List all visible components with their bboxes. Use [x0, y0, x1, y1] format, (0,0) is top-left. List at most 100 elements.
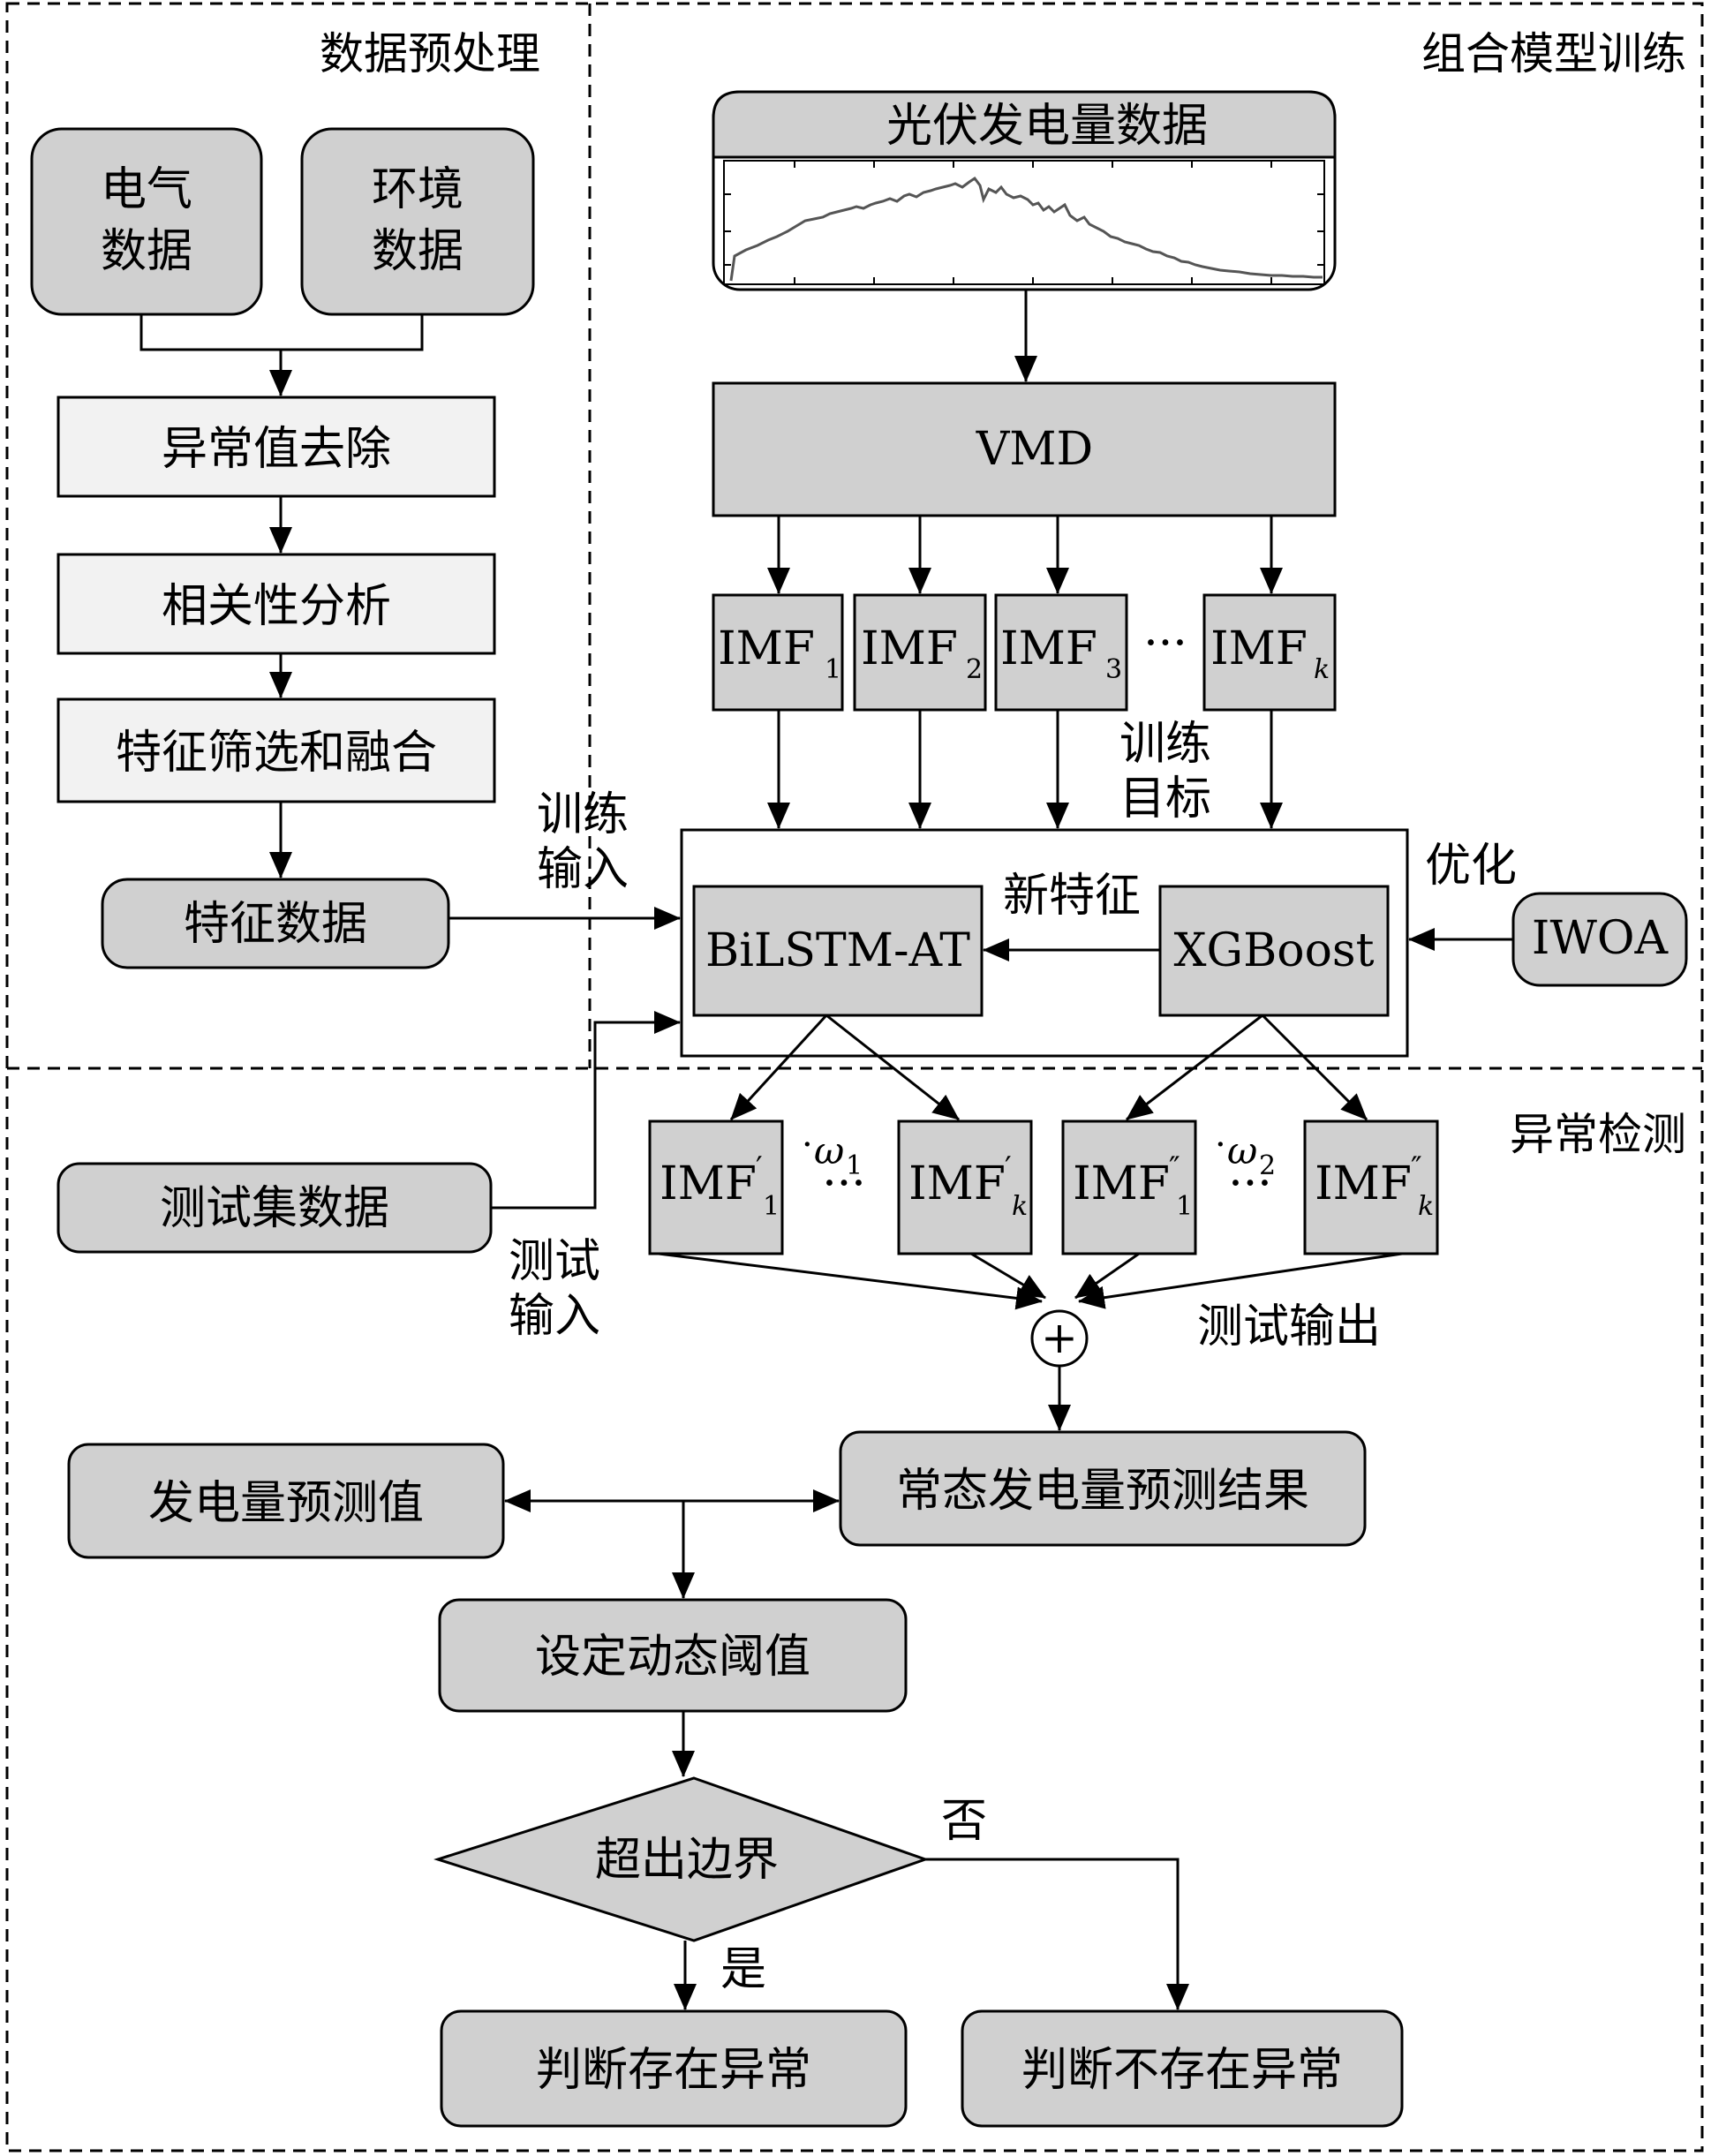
bilstm-box	[692, 885, 984, 1017]
threshold-box	[438, 1598, 908, 1713]
imf-prime-1-mark: ′	[756, 1150, 763, 1186]
imf-prime-k-node: IMF ′ k	[897, 1119, 1033, 1255]
imf-2-base: IMF	[861, 622, 958, 675]
imf-prime-k-box	[897, 1119, 1033, 1255]
imf-prime-1-node: IMF ′ 1	[648, 1119, 784, 1255]
imf-prime-1-sub: 1	[763, 1191, 780, 1222]
omega-1-sub: 1	[846, 1150, 863, 1181]
electrical-data-node: 电气 数据	[30, 127, 263, 316]
imf-1-label: IMF	[718, 622, 815, 675]
imf-dprime-k-base: IMF	[1315, 1157, 1412, 1210]
imf-prime-1-box	[648, 1119, 784, 1255]
abnormal-label: 判断存在异常	[536, 2044, 811, 2097]
pv-sparkline-frame	[723, 160, 1325, 285]
arrow-imf-prime-k-to-sum	[970, 1252, 1046, 1300]
imf-k-sub: k	[1314, 654, 1330, 685]
omega-2-group: · ω 2 ···	[1215, 1125, 1276, 1210]
imf-dprime-1-sub: 1	[1176, 1191, 1193, 1222]
imf-3-label: IMF	[1000, 622, 1097, 675]
yes-label: 是	[720, 1943, 766, 1996]
omega-2-dot: ·	[1215, 1125, 1226, 1165]
imf-2-node: IMF 2	[853, 593, 987, 712]
pv-sparkline-curve	[729, 176, 1323, 282]
normal-label: 判断不存在异常	[1021, 2044, 1343, 2097]
vmd-box	[712, 381, 1337, 517]
no-label: 否	[941, 1795, 987, 1848]
omega-1-dot: ·	[802, 1125, 813, 1165]
arrow-bilstm-to-imf-prime-k	[825, 1014, 960, 1121]
imf-2-label: IMF	[861, 622, 958, 675]
arrow-imf-dprime-1-to-sum	[1074, 1252, 1140, 1300]
omega-2-sub: 2	[1259, 1150, 1276, 1181]
environment-data-box	[300, 127, 535, 316]
imf-prime-k-label: IMF	[908, 1157, 1006, 1210]
imf-dprime-k-node: IMF ″ k	[1303, 1119, 1439, 1255]
abnormal-box	[440, 2009, 908, 2128]
omega-1-ellipsis: ···	[822, 1157, 866, 1210]
omega-2-symbol: ω	[1227, 1129, 1257, 1172]
omega-1-symbol: ω	[814, 1129, 844, 1172]
training-target-label-1: 训练	[1119, 718, 1211, 771]
region-title-training: 组合模型训练	[1421, 28, 1686, 79]
imf-k-label: IMF	[1210, 622, 1308, 675]
correlation-box	[57, 553, 496, 655]
imf-dprime-k-mark: ″	[1411, 1150, 1422, 1186]
feature-data-label: 特征数据	[184, 898, 367, 951]
imf-1-base: IMF	[718, 622, 815, 675]
test-set-label: 测试集数据	[160, 1182, 389, 1235]
feature-data-box	[101, 878, 450, 969]
imf-dprime-1-base: IMF	[1073, 1157, 1170, 1210]
electrical-data-label-1: 电气	[101, 163, 192, 216]
imf-prime-1-label: IMF	[660, 1157, 757, 1210]
arrow-test-set-to-model	[491, 1011, 681, 1210]
imf-2-box	[853, 593, 987, 712]
normal-result-label: 常态发电量预测结果	[896, 1465, 1309, 1518]
arrow-imf-prime-1-to-sum	[658, 1252, 1043, 1310]
test-input-label-1: 测试	[509, 1235, 600, 1288]
arrow-bilstm-to-imf-prime-1	[729, 1014, 828, 1121]
decision-label: 超出边界	[595, 1834, 779, 1887]
imf-3-node: IMF 3	[994, 593, 1128, 712]
imf-3-sub: 3	[1105, 654, 1122, 685]
normal-result-box	[839, 1430, 1367, 1547]
electrical-data-label-2: 数据	[101, 225, 192, 278]
test-output-label: 测试输出	[1197, 1300, 1381, 1353]
merge-connector	[139, 314, 424, 351]
pv-data-node: 光伏发电量数据	[712, 90, 1337, 291]
outlier-removal-label: 异常值去除	[162, 423, 391, 476]
region-title-preprocess: 数据预处理	[320, 28, 540, 79]
pv-sparkline-ticks	[724, 161, 1324, 284]
sum-symbol: +	[1041, 1312, 1078, 1363]
correlation-label: 相关性分析	[162, 580, 391, 633]
training-input-label-2: 输入	[537, 843, 629, 896]
imf-dprime-1-node: IMF ″ 1	[1061, 1119, 1197, 1255]
imf-2-sub: 2	[966, 654, 983, 685]
decision-diamond	[433, 1776, 930, 1942]
vmd-label: VMD	[976, 423, 1094, 476]
predicted-value-label: 发电量预测值	[148, 1477, 424, 1530]
imf-dprime-k-label: IMF	[1315, 1157, 1412, 1210]
arrow-imf-dprime-k-to-sum	[1078, 1252, 1403, 1309]
threshold-label: 设定动态阈值	[535, 1631, 810, 1684]
imf-1-box	[712, 593, 844, 712]
environment-data-node: 环境 数据	[300, 127, 535, 316]
arrow-xgboost-to-imf-dprime-k	[1261, 1014, 1368, 1121]
pv-data-header	[712, 90, 1337, 159]
feature-fusion-label: 特征筛选和融合	[116, 727, 437, 780]
environment-data-label-2: 数据	[372, 225, 464, 278]
imf-ellipsis: ···	[1143, 617, 1187, 670]
imf-prime-k-base: IMF	[908, 1157, 1006, 1210]
new-feature-label: 新特征	[1003, 870, 1141, 923]
xgboost-label: XGBoost	[1174, 924, 1375, 977]
imf-prime-1-base: IMF	[660, 1157, 757, 1210]
imf-3-box	[994, 593, 1128, 712]
normal-box	[961, 2009, 1404, 2128]
xgboost-box	[1158, 885, 1390, 1017]
training-target-label-2: 目标	[1119, 773, 1211, 825]
imf-1-sub: 1	[825, 654, 841, 685]
predicted-value-box	[67, 1443, 505, 1559]
feature-fusion-box	[57, 697, 496, 803]
optimize-label: 优化	[1425, 840, 1517, 893]
bilstm-label: BiLSTM-AT	[705, 924, 970, 977]
